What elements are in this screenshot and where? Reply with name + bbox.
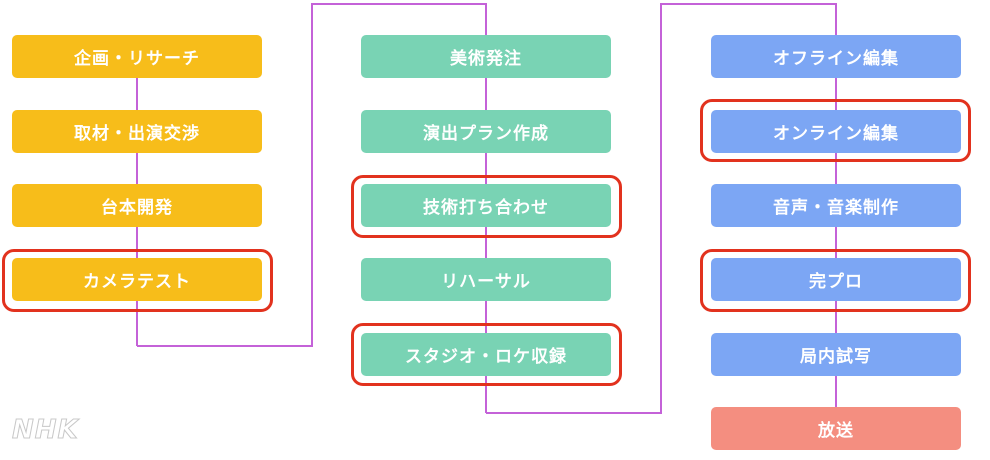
step-planning-research: 企画・リサーチ: [12, 35, 262, 78]
step-complete-package: 完プロ: [711, 258, 961, 301]
highlight-technical-meeting: [351, 175, 622, 238]
highlight-online-editing: [700, 99, 971, 162]
step-art-order: 美術発注: [361, 35, 611, 78]
step-technical-meeting: 技術打ち合わせ: [361, 184, 611, 227]
connector-col2-to-col3: [486, 3, 837, 414]
step-online-editing: オンライン編集: [711, 110, 961, 153]
nhk-logo: NHK: [12, 415, 79, 446]
step-script-development: 台本開発: [12, 184, 262, 227]
step-interview-negotiation: 取材・出演交渉: [12, 110, 262, 153]
step-camera-test: カメラテスト: [12, 258, 262, 301]
highlight-camera-test: [2, 249, 273, 312]
step-internal-preview: 局内試写: [711, 333, 961, 376]
step-studio-location-recording: スタジオ・ロケ収録: [361, 333, 611, 376]
connector-col1-to-col2: [137, 3, 487, 347]
highlight-complete-package: [700, 249, 971, 312]
step-broadcast: 放送: [711, 407, 961, 450]
step-offline-editing: オフライン編集: [711, 35, 961, 78]
step-audio-music-production: 音声・音楽制作: [711, 184, 961, 227]
step-direction-plan: 演出プラン作成: [361, 110, 611, 153]
highlight-studio-location-recording: [351, 323, 622, 386]
step-rehearsal: リハーサル: [361, 258, 611, 301]
